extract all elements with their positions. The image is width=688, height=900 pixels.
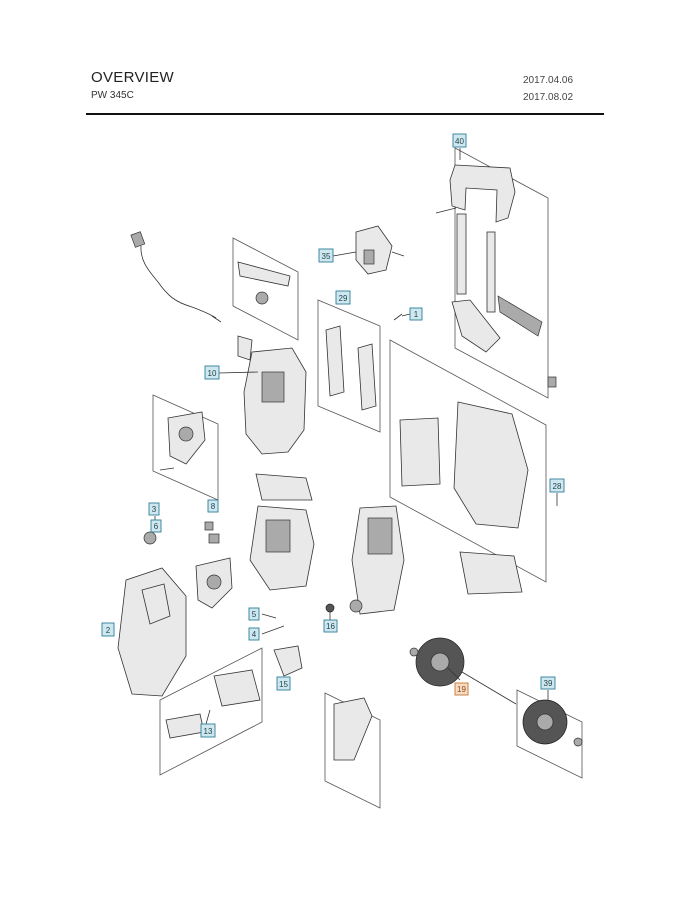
callout-box	[204, 365, 220, 380]
power-cable	[130, 231, 222, 323]
date-created: 2017.04.06	[523, 75, 574, 86]
callout-number: 35	[322, 252, 331, 261]
hose-reel-parts	[165, 669, 261, 739]
callout-number: 2	[106, 626, 111, 635]
callout-1: 1	[409, 307, 423, 321]
wheel-cover-part	[333, 697, 373, 761]
document-title: OVERVIEW	[91, 69, 174, 86]
callout-number: 3	[152, 505, 157, 514]
callout-number: 16	[326, 622, 335, 631]
callout-number: 39	[544, 679, 553, 688]
callout-number: 15	[279, 680, 288, 689]
callout-box	[148, 502, 160, 516]
callout-box	[409, 307, 423, 321]
screw-part	[393, 313, 403, 321]
handle-assembly	[435, 164, 557, 388]
callout-number: 40	[455, 137, 464, 146]
frame-handle-assembly	[454, 147, 549, 399]
callout-box	[248, 607, 260, 621]
callout-number: 8	[211, 502, 216, 511]
callout-10: 10	[204, 365, 220, 380]
pump-assembly	[325, 505, 405, 615]
main-housing-upper	[237, 335, 307, 455]
callout-box	[150, 519, 162, 533]
callout-2: 2	[101, 622, 115, 637]
callout-number: 29	[339, 294, 348, 303]
nozzle-holder-part	[273, 645, 303, 677]
callout-4: 4	[248, 627, 260, 641]
callout-40: 40	[452, 133, 467, 148]
callout-number: 5	[252, 610, 257, 619]
callout-39: 39	[540, 676, 556, 690]
callout-6: 6	[150, 519, 162, 533]
wheel-right	[522, 699, 583, 747]
callout-number: 1	[414, 310, 419, 319]
cable-hook-part	[355, 225, 405, 275]
callout-number: 28	[553, 482, 562, 491]
callout-number: 4	[252, 630, 257, 639]
frame-chassis-rear	[389, 339, 547, 583]
callout-19: 19	[454, 682, 469, 696]
callout-box	[323, 619, 338, 633]
callout-box	[276, 676, 291, 691]
header-rule	[86, 113, 604, 115]
date-revised: 2017.08.02	[523, 92, 574, 103]
callout-28: 28	[549, 478, 565, 493]
small-parts-left	[143, 521, 220, 545]
callout-number: 19	[457, 685, 466, 694]
callout-box	[452, 133, 467, 148]
wheel-left	[409, 637, 517, 705]
callout-15: 15	[276, 676, 291, 691]
callout-box	[207, 499, 219, 513]
callout-3: 3	[148, 502, 160, 516]
frame-cable-hook	[232, 237, 299, 341]
main-housing-lower	[249, 473, 315, 591]
callout-labels: 40 35 29 1 10 28 3 6 8 5 4 2 16 15 19 39 13	[101, 133, 565, 738]
callout-16: 16	[323, 619, 338, 633]
callout-number: 6	[154, 522, 159, 531]
chassis-rear-parts	[399, 401, 529, 595]
callout-29: 29	[335, 290, 351, 305]
front-cover-main	[117, 567, 187, 697]
callout-box	[549, 478, 565, 493]
callout-box	[248, 627, 260, 641]
frame-hose-reel	[159, 647, 263, 776]
callout-35: 35	[318, 248, 334, 263]
callout-13: 13	[200, 723, 216, 738]
callout-box	[454, 682, 469, 696]
callout-box	[318, 248, 334, 263]
front-cover-upper	[159, 411, 206, 471]
model-name: PW 345C	[91, 90, 134, 101]
cord-hook-part	[237, 261, 291, 305]
callout-box	[540, 676, 556, 690]
callout-number: 13	[204, 727, 213, 736]
callout-box	[200, 723, 216, 738]
callout-number: 10	[208, 369, 217, 378]
control-panel-part	[195, 557, 233, 609]
callout-8: 8	[207, 499, 219, 513]
frame-hose-holders	[317, 299, 381, 433]
callout-box	[335, 290, 351, 305]
callout-5: 5	[248, 607, 260, 621]
callout-box	[101, 622, 115, 637]
hose-holders-part	[325, 325, 377, 411]
